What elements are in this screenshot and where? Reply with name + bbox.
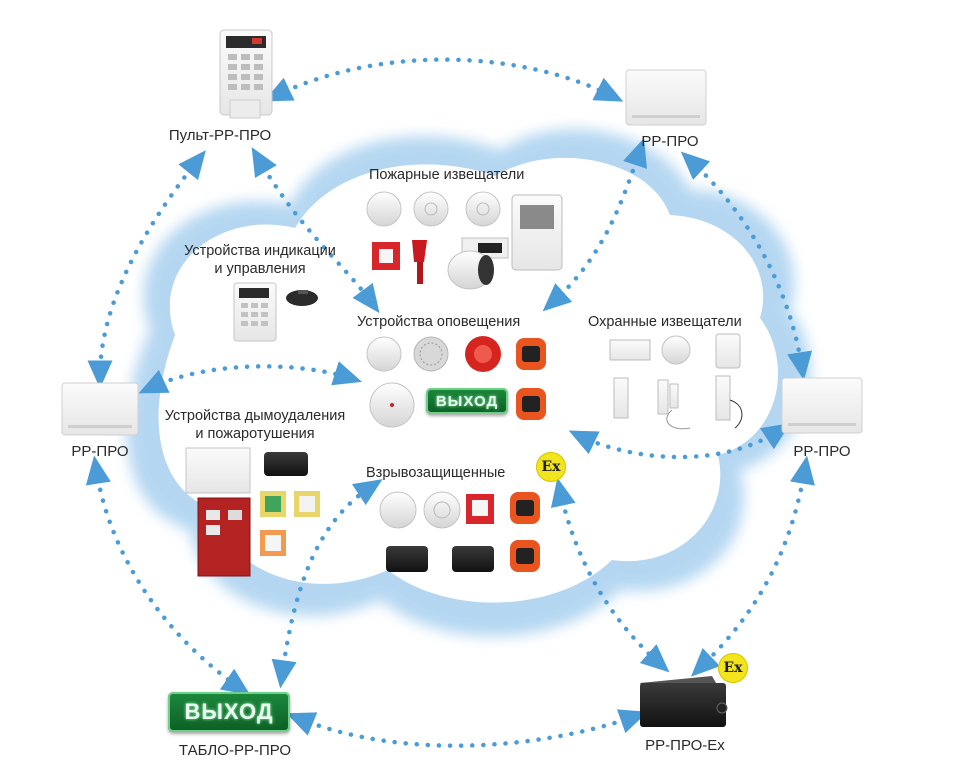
label-indication-line1: Устройства индикации: [184, 243, 336, 259]
pult-keypad: [219, 29, 273, 119]
explosion-proof-images: [379, 491, 540, 572]
link-rrtop-notification: [542, 138, 647, 312]
label-rr-top-right: РР-ПРО: [641, 133, 699, 150]
link-tablo-rrex: [286, 709, 648, 748]
exit-sign-notification: ВЫХОД: [426, 388, 508, 414]
ex-badge-rr-ex: Ex: [718, 653, 748, 683]
link-explosion-rrex: [550, 477, 670, 673]
ex-badge-group: Ex: [536, 452, 566, 482]
link-tablo-explosion: [271, 479, 383, 689]
link-pult-rr-left: [87, 150, 206, 389]
security-images: [609, 333, 743, 430]
label-smoke-line2: и пожаротушения: [195, 426, 315, 442]
label-explosion-proof: Взрывозащищенные: [366, 465, 506, 481]
notification-images: [366, 336, 546, 428]
rr-panel-top-right: [625, 69, 707, 126]
indication-images: [233, 282, 318, 342]
label-rr-ex: РР-ПРО-Ех: [645, 737, 725, 754]
rr-ex-box: [640, 676, 728, 727]
rr-panel-left: [61, 382, 139, 436]
link-rrleft-tablo: [85, 455, 251, 696]
links: [85, 57, 815, 748]
fire-detectors-images: [366, 191, 563, 290]
link-rrright-security: [568, 423, 791, 460]
label-rr-right: РР-ПРО: [793, 443, 851, 460]
link-pult-rr-top: [263, 57, 624, 102]
link-pult-notification: [251, 147, 380, 314]
label-indication-line2: и управления: [214, 261, 306, 277]
label-rr-left: РР-ПРО: [71, 443, 129, 460]
label-pult: Пульт-РР-ПРО: [168, 127, 272, 144]
label-security-detectors: Охранные извещатели: [588, 314, 742, 330]
label-tablo: ТАБЛО-РР-ПРО: [178, 742, 292, 759]
label-smoke-line1: Устройства дымоудаления: [164, 408, 346, 424]
link-rrright-rrex: [690, 455, 815, 677]
label-fire-detectors: Пожарные извещатели: [369, 167, 525, 183]
rr-panel-right: [781, 377, 863, 434]
link-rrtop-rrright: [680, 151, 813, 381]
exit-sign-tablo: ВЫХОД: [168, 692, 290, 732]
smoke-control-images: [185, 447, 320, 577]
label-notification: Устройства оповещения: [357, 314, 521, 330]
